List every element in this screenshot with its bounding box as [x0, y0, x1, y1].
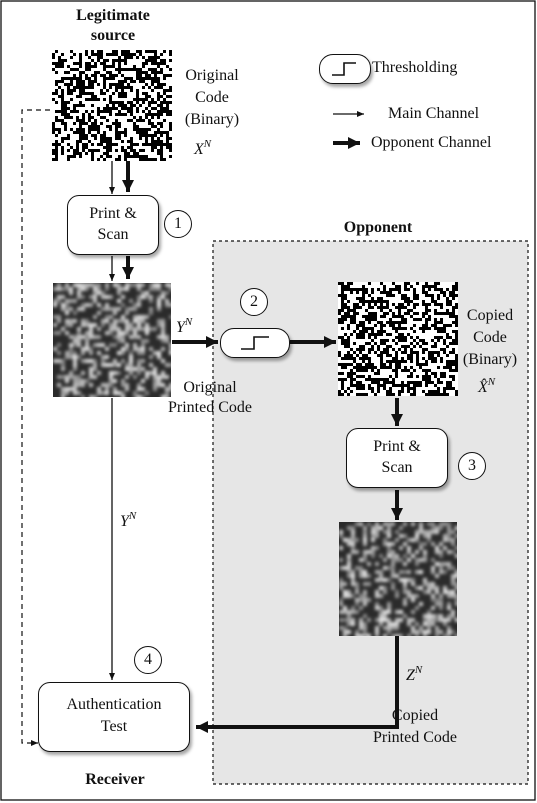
var-y-sup: N	[184, 316, 193, 328]
original-code-label-2: Code	[195, 89, 229, 106]
legend-threshold-symbol	[319, 54, 371, 84]
print-scan-1-box: Print & Scan	[67, 195, 159, 255]
authentication-test-box: Authentication Test	[38, 682, 190, 752]
step-function-icon	[332, 62, 356, 76]
printed-var: YN	[176, 312, 192, 338]
print-scan-1-line2: Scan	[97, 226, 129, 243]
printed-label-1: Original	[183, 379, 237, 396]
copied-printed-code-image	[339, 522, 457, 636]
original-printed-code-image	[53, 283, 171, 397]
legend-threshold-label: Thresholding	[372, 59, 458, 76]
var-z: Z	[406, 667, 415, 684]
original-code-label-3: (Binary)	[184, 111, 240, 128]
print-scan-1-line1: Print &	[89, 205, 137, 222]
original-code-label-1: Original	[185, 67, 239, 84]
legend-main-label: Main Channel	[388, 105, 480, 122]
dashed-link	[21, 109, 50, 746]
step-4-marker: 4	[134, 646, 162, 674]
z-var: ZN	[406, 660, 422, 686]
step-function-icon	[241, 336, 269, 350]
copied-label-1: Copied	[466, 307, 514, 324]
original-code-var: XN	[194, 134, 211, 160]
copied-label-3: (Binary)	[462, 351, 518, 368]
opponent-title: Opponent	[343, 219, 413, 236]
var-z-sup: N	[414, 664, 423, 676]
var-xhat-sup: N	[487, 376, 496, 388]
step-2-marker: 2	[240, 288, 268, 316]
source-title-line2: source	[90, 27, 136, 44]
auth-line2: Test	[100, 718, 128, 735]
copied-code-image	[338, 282, 458, 396]
thresholding-box	[220, 328, 290, 358]
legend-opponent-label: Opponent Channel	[371, 134, 492, 151]
step-1-marker: 1	[164, 210, 192, 238]
copied-var: X̂N	[478, 372, 495, 398]
step-3-marker: 3	[458, 452, 486, 480]
original-code-image	[52, 50, 172, 161]
var-y-main: Y	[120, 513, 129, 530]
arrow-copiedprinted-to-receiver	[196, 636, 399, 733]
main-path-var: YN	[120, 506, 136, 532]
print-scan-2-line2: Scan	[381, 459, 413, 476]
receiver-title: Receiver	[85, 771, 145, 788]
copied-label-2: Code	[473, 329, 507, 346]
copied-printed-label-2: Printed Code	[373, 729, 457, 746]
source-title-line1: Legitimate	[76, 7, 150, 24]
var-xhat: X̂	[478, 379, 488, 396]
var-y-main-sup: N	[128, 510, 137, 522]
var-x-sup: N	[203, 138, 212, 150]
print-scan-2-line1: Print &	[373, 438, 421, 455]
var-y: Y	[176, 319, 185, 336]
var-x: X	[194, 141, 204, 158]
print-scan-2-box: Print & Scan	[346, 428, 448, 488]
copied-printed-label-1: Copied	[391, 707, 439, 724]
auth-line1: Authentication	[66, 696, 162, 713]
printed-label-2: Printed Code	[168, 399, 252, 416]
